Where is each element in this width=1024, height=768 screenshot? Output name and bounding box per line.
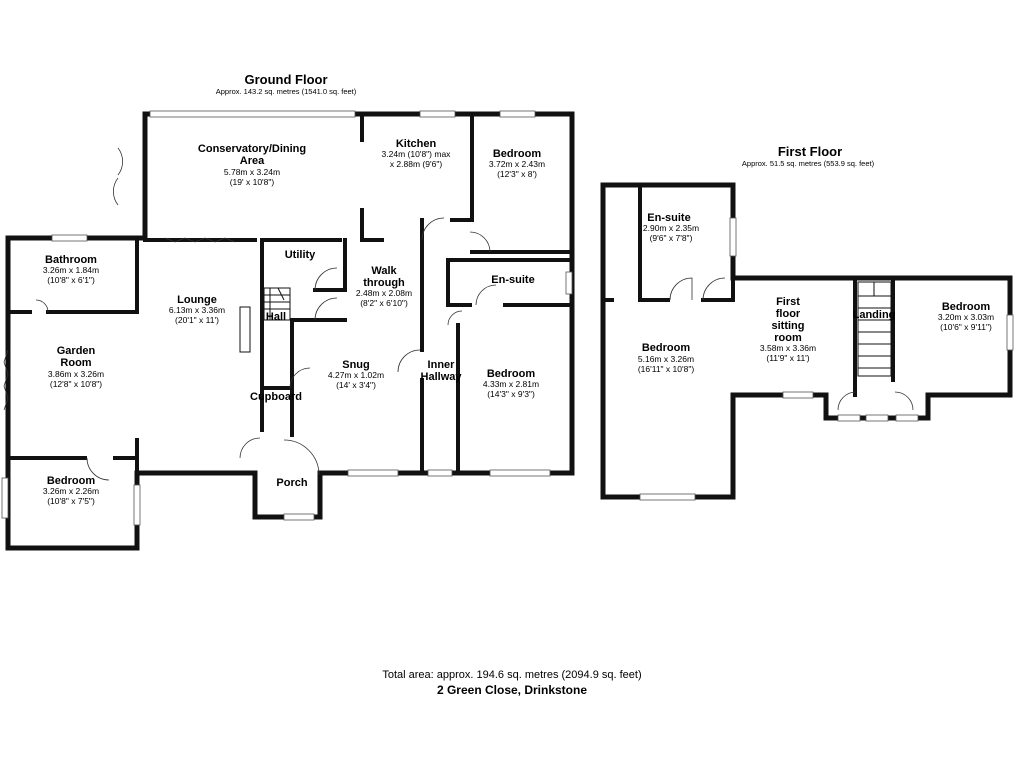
room-dimensions-imperial: (20'1" x 11') [175,315,219,325]
room-dimensions-imperial: (9'6" x 7'8") [650,233,693,243]
room-dimensions: 5.78m x 3.24m [224,167,280,177]
room-name: Bedroom [642,342,691,354]
room-name: floor [776,308,801,320]
room-dimensions-imperial: (11'9" x 11') [766,353,809,363]
room-name: En-suite [491,274,534,286]
room-name: Room [60,357,91,369]
room-bedroom-left: Bedroom 3.26m x 2.26m (10'8" x 7'5") [43,475,99,506]
property-address: 2 Green Close, Drinkstone [437,683,587,697]
ground-floor-doors [3,147,497,481]
first-floor-title: First Floor [778,144,842,159]
room-dimensions: 3.58m x 3.36m [760,343,816,353]
room-dimensions-imperial: (19' x 10'8") [230,177,275,187]
room-dimensions: 3.86m x 3.26m [48,369,104,379]
first-floor-windows [639,217,1014,501]
room-name: Snug [342,359,370,371]
room-name: Garden [57,345,96,357]
room-dimensions: 3.26m x 2.26m [43,486,99,496]
room-dimensions-imperial: (10'8" x 7'5") [47,496,95,506]
room-bedroom-rear: Bedroom 3.72m x 2.43m (12'3" x 8') [489,148,545,179]
room-dimensions-imperial: (14'3" x 9'3") [487,389,535,399]
room-utility: Utility [285,249,316,261]
room-dimensions-imperial: (10'6" x 9'11") [940,322,992,332]
room-inner-hallway: Inner Hallway [421,359,463,383]
room-conservatory: Conservatory/Dining Area 5.78m x 3.24m (… [198,143,306,187]
room-bedroom-front: Bedroom 4.33m x 2.81m (14'3" x 9'3") [483,368,539,399]
room-name: Utility [285,249,316,261]
room-bedroom-right: Bedroom 3.20m x 3.03m (10'6" x 9'11") [938,301,994,332]
room-name: sitting [772,320,805,332]
room-kitchen: Kitchen 3.24m (10'8") max x 2.88m (9'6") [382,138,452,169]
room-name: Area [240,155,265,167]
room-dimensions: 3.72m x 2.43m [489,159,545,169]
first-floor-area: Approx. 51.5 sq. metres (553.9 sq. feet) [742,159,875,168]
room-dimensions-imperial: x 2.88m (9'6") [390,159,443,169]
room-name: Porch [276,477,307,489]
ground-floor-area: Approx. 143.2 sq. metres (1541.0 sq. fee… [216,87,357,96]
total-area: Total area: approx. 194.6 sq. metres (20… [382,669,641,681]
room-name: En-suite [647,212,690,224]
ground-floor-windows [1,110,573,526]
room-hall: Hall [266,311,286,323]
room-name: Landing [853,309,896,321]
room-dimensions: 6.13m x 3.36m [169,305,225,315]
room-name: room [774,332,802,344]
room-name: Bedroom [493,148,542,160]
room-name: Bedroom [942,301,991,313]
first-floor-outer-wall [600,182,1013,500]
plan-footer: Total area: approx. 194.6 sq. metres (20… [382,669,641,697]
room-name: Conservatory/Dining [198,143,306,155]
room-name: Bedroom [487,368,536,380]
ground-floor-outer-wall [5,111,575,551]
room-dimensions-imperial: (12'3" x 8') [497,169,537,179]
room-dimensions: 3.20m x 3.03m [938,312,994,322]
room-name: Inner [428,359,456,371]
room-walk-through: Walk through 2.48m x 2.08m (8'2" x 6'10"… [356,265,412,308]
ground-floor-internal-walls [6,112,574,475]
room-name: Cupboard [250,391,302,403]
room-ensuite-ground: En-suite [491,274,534,286]
first-floor-doors [669,277,914,411]
room-name: Hallway [421,371,463,383]
ground-floor-stairs [263,287,291,321]
room-name: through [363,277,405,289]
room-name: Hall [266,311,286,323]
room-dimensions: 5.16m x 3.26m [638,354,694,364]
room-snug: Snug 4.27m x 1.02m (14' x 3'4") [328,359,384,390]
room-porch: Porch [276,477,307,489]
room-name: First [776,296,800,308]
room-dimensions-imperial: (8'2" x 6'10") [360,298,408,308]
first-floor-plan: First Floor Approx. 51.5 sq. metres (553… [600,144,1014,501]
room-name: Lounge [177,294,217,306]
room-dimensions: 4.27m x 1.02m [328,370,384,380]
room-dimensions-imperial: (14' x 3'4") [336,380,376,390]
room-lounge: Lounge 6.13m x 3.36m (20'1" x 11') [169,294,225,325]
room-dimensions-imperial: (10'8" x 6'1") [47,275,95,285]
room-dimensions: 3.24m (10'8") max [382,149,452,159]
room-name: Kitchen [396,138,437,150]
room-ensuite-first: En-suite 2.90m x 2.35m (9'6" x 7'8") [643,212,699,243]
room-garden-room: Garden Room 3.86m x 3.26m (12'8" x 10'8"… [48,345,104,389]
room-name: Bathroom [45,254,97,266]
ground-floor-title: Ground Floor [244,72,327,87]
room-landing: Landing [853,309,896,321]
room-dimensions-imperial: (12'8" x 10'8") [50,379,102,389]
room-bathroom: Bathroom 3.26m x 1.84m (10'8" x 6'1") [43,254,99,285]
room-bedroom-large: Bedroom 5.16m x 3.26m (16'11" x 10'8") [638,342,695,374]
room-dimensions: 2.90m x 2.35m [643,223,699,233]
room-dimensions: 4.33m x 2.81m [483,379,539,389]
lounge-hearth [239,306,251,353]
room-sitting-room: First floor sitting room 3.58m x 3.36m (… [760,296,816,363]
room-dimensions: 2.48m x 2.08m [356,288,412,298]
ground-floor-plan: Ground Floor Approx. 143.2 sq. metres (1… [1,72,575,551]
first-floor-stairs [857,281,892,377]
room-dimensions-imperial: (16'11" x 10'8") [638,364,695,374]
room-cupboard: Cupboard [250,391,302,403]
first-floor-internal-walls [601,183,895,397]
room-name: Bedroom [47,475,96,487]
room-dimensions: 3.26m x 1.84m [43,265,99,275]
room-name: Walk [371,265,397,277]
